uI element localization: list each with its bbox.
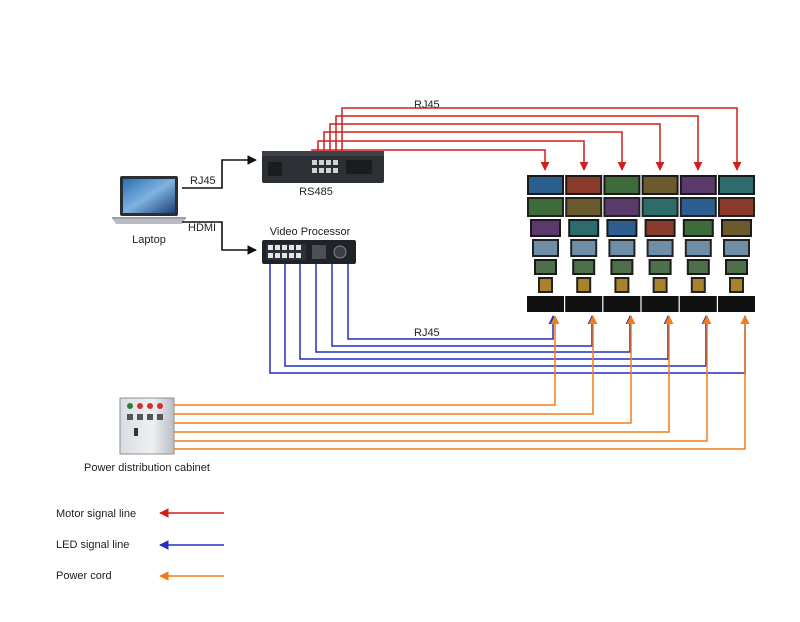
display-screen [574, 261, 594, 273]
display-screen [529, 199, 562, 215]
power-cord-line [174, 315, 560, 406]
display-screen [605, 199, 639, 215]
display-screen [650, 261, 670, 273]
power-cord-line [174, 315, 636, 424]
display-screen [654, 279, 666, 291]
display-screen [686, 241, 710, 255]
display-screen [720, 177, 753, 193]
led-signal-line [284, 264, 711, 367]
motor-signal-line [323, 131, 627, 171]
power-cord-line [174, 315, 750, 450]
display-screen [731, 279, 742, 291]
laptop-video-line [182, 221, 257, 255]
power-cord-line [174, 315, 712, 442]
display-base [603, 296, 641, 312]
motor-signal-lines [311, 107, 742, 171]
display-screen [532, 221, 559, 235]
video-processor-icon [262, 240, 356, 264]
power-cord-line [174, 315, 598, 415]
display-screen [536, 261, 555, 273]
motor-signal-line [317, 140, 589, 171]
display-screen [643, 177, 677, 193]
rs485-switch-icon [262, 151, 384, 183]
display-base [641, 296, 679, 312]
led-signal-line [269, 264, 750, 374]
display-base [679, 296, 717, 312]
display-screen [608, 221, 636, 235]
laptop-icon [112, 176, 186, 224]
display-screen [646, 221, 674, 235]
display-screen [720, 199, 753, 215]
led-signal-line [299, 264, 673, 360]
display-screen [684, 221, 712, 235]
display-unit [603, 175, 641, 312]
power-cabinet-icon [119, 397, 175, 455]
legend-power-label: Power cord [56, 570, 112, 582]
power-cord-lines [174, 315, 750, 450]
display-screen [610, 241, 634, 255]
display-screen [572, 241, 596, 255]
motor-signal-line [335, 115, 703, 171]
display-screen [648, 241, 672, 255]
display-screen [540, 279, 551, 291]
display-screen [723, 221, 750, 235]
display-screen [681, 199, 715, 215]
cabinet-label: Power distribution cabinet [84, 462, 210, 474]
display-unit [718, 175, 755, 312]
laptop-label: Laptop [132, 234, 166, 246]
led-signal-line [347, 264, 558, 340]
display-screen [727, 261, 746, 273]
display-screen [605, 177, 639, 193]
display-unit [527, 175, 564, 312]
display-screen [616, 279, 628, 291]
motor-signal-line [311, 149, 550, 171]
display-base [718, 296, 755, 312]
display-screen [567, 199, 601, 215]
legend: Motor signal line LED signal line Power … [56, 508, 224, 582]
led-signal-lines [269, 264, 750, 374]
display-unit-row [527, 175, 755, 312]
display-screen [570, 221, 598, 235]
laptop-rs485-line [182, 155, 257, 189]
display-screen [534, 241, 557, 255]
display-screen [529, 177, 562, 193]
display-screen [725, 241, 748, 255]
legend-led-label: LED signal line [56, 539, 129, 551]
display-base [565, 296, 603, 312]
display-unit [565, 175, 603, 312]
display-unit [679, 175, 717, 312]
display-unit [641, 175, 679, 312]
display-screen [643, 199, 677, 215]
display-screen [681, 177, 715, 193]
hdmi-laptop-label: HDMI [188, 222, 216, 234]
display-screen [612, 261, 632, 273]
power-cord-line [174, 315, 674, 433]
rj45-led-label: RJ45 [414, 327, 440, 339]
legend-motor-label: Motor signal line [56, 508, 136, 520]
display-screen [578, 279, 590, 291]
rj45-motor-label: RJ45 [414, 99, 440, 111]
rs485-label: RS485 [299, 186, 333, 198]
display-screen [692, 279, 704, 291]
display-screen [688, 261, 708, 273]
video-processor-label: Video Processor [270, 226, 351, 238]
motor-signal-line [341, 107, 742, 171]
display-screen [567, 177, 601, 193]
rj45-laptop-label: RJ45 [190, 175, 216, 187]
led-signal-line [331, 264, 597, 347]
led-signal-line [315, 264, 635, 353]
motor-signal-line [329, 123, 665, 171]
display-base [527, 296, 564, 312]
